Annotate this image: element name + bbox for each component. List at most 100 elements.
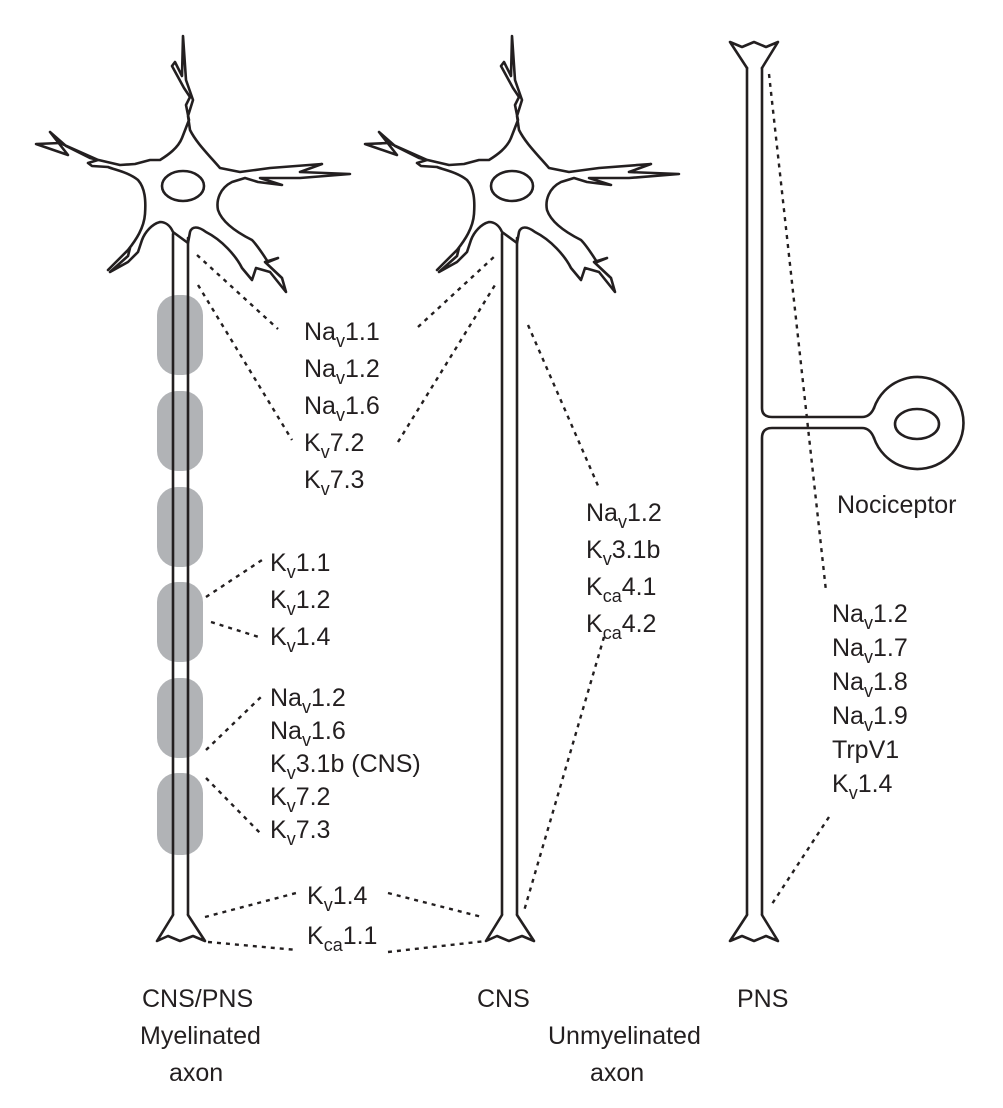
channel-base: K [832, 770, 849, 798]
leader-line [207, 940, 298, 952]
unmyelinated-cns-neuron [363, 34, 681, 943]
myelin-segment [157, 678, 203, 758]
channel-suffix: 7.3 [296, 816, 331, 844]
channel-subscript: v [864, 681, 873, 701]
caption-unmyelinated-line1: Unmyelinated [548, 1022, 701, 1050]
leader-line [196, 284, 294, 441]
channel-label: Kv1.4 [307, 882, 368, 915]
channel-label: Kv1.4 [270, 623, 331, 656]
channel-subscript: v [302, 730, 311, 750]
channel-base: Na [270, 717, 302, 745]
channel-subscript: v [864, 613, 873, 633]
channel-base: K [586, 573, 603, 601]
channel-label: Kca1.1 [307, 922, 377, 955]
channel-suffix: 1.1 [345, 318, 380, 346]
channel-label: Kv1.2 [270, 586, 330, 619]
channel-label: Kv7.3 [270, 816, 330, 849]
nociceptor-label: Nociceptor [837, 491, 957, 519]
channel-suffix: 1.2 [345, 355, 380, 383]
neuron-type-label-cns-pns: CNS/PNS [142, 985, 253, 1013]
nucleus [160, 169, 206, 203]
leader-line [417, 255, 496, 328]
myelinated-neuron [34, 34, 352, 943]
channel-subscript: v [321, 479, 330, 499]
channel-suffix: 1.7 [873, 634, 908, 662]
channel-label: Nav1.2 [304, 355, 380, 388]
leader-line [205, 558, 263, 599]
channel-suffix: 1.8 [873, 668, 908, 696]
channel-label: Nav1.6 [270, 717, 346, 750]
channel-label: Kca4.2 [586, 610, 656, 643]
caption-unmyelinated-line2: axon [590, 1059, 644, 1087]
channel-label: Kv3.1b (CNS) [270, 750, 421, 783]
channel-subscript: v [864, 715, 873, 735]
neuron-type-label-pns: PNS [737, 985, 788, 1013]
channel-base: Na [586, 499, 618, 527]
myelin-segment [157, 773, 203, 855]
caption-myelinated-line2: axon [169, 1059, 223, 1087]
soma-with-dendrites [34, 34, 352, 294]
channel-subscript: ca [603, 623, 623, 643]
channel-suffix: 3.1b [612, 536, 661, 564]
leader-line [396, 284, 497, 443]
channel-base: K [270, 750, 287, 778]
nociceptor-soma [872, 375, 965, 471]
channel-suffix: 1.2 [311, 684, 346, 712]
channel-suffix: 7.3 [330, 466, 365, 494]
leader-line [196, 254, 279, 330]
channel-subscript: v [336, 405, 345, 425]
channel-label: Kv1.4 [832, 770, 893, 803]
leader-line [205, 777, 263, 836]
channel-base: Na [304, 355, 336, 383]
channel-subscript: v [302, 697, 311, 717]
channel-base: TrpV1 [832, 736, 899, 764]
channel-suffix: 3.1b (CNS) [296, 750, 421, 778]
leader-line [387, 891, 483, 919]
channel-suffix: 7.2 [296, 783, 331, 811]
channel-subscript: v [864, 647, 873, 667]
leader-lines [196, 73, 831, 954]
channel-label: Nav1.9 [832, 702, 908, 735]
channel-base: K [270, 816, 287, 844]
channel-subscript: v [287, 562, 296, 582]
channel-label: Nav1.2 [270, 684, 346, 717]
channel-base: Na [832, 668, 864, 696]
nucleus [893, 407, 941, 441]
channel-suffix: 1.2 [627, 499, 662, 527]
channel-label: Nav1.1 [304, 318, 380, 351]
channel-base: Na [832, 634, 864, 662]
channel-suffix: 1.4 [296, 623, 331, 651]
channel-base: K [270, 586, 287, 614]
channel-label: Nav1.8 [832, 668, 908, 701]
channel-suffix: 1.2 [296, 586, 331, 614]
channel-suffix: 1.6 [311, 717, 346, 745]
channel-suffix: 1.2 [873, 600, 908, 628]
myelin-sheath [157, 295, 203, 855]
axon-right-edge-lower [760, 426, 876, 917]
channel-label: Nav1.2 [832, 600, 908, 633]
channel-label: Nav1.2 [586, 499, 662, 532]
leader-line [522, 636, 606, 912]
soma-with-dendrites [363, 34, 681, 294]
channel-subscript: v [287, 763, 296, 783]
channel-label: Kca4.1 [586, 573, 656, 606]
channel-base: Na [270, 684, 302, 712]
channel-base: K [304, 466, 321, 494]
channel-base: Na [832, 702, 864, 730]
channel-suffix: 7.2 [330, 429, 365, 457]
neuron-type-label-cns: CNS [477, 985, 530, 1013]
channel-suffix: 1.1 [343, 922, 378, 950]
channel-label: Nav1.6 [304, 392, 380, 425]
nucleus [489, 169, 535, 203]
nociceptor-neuron [728, 40, 965, 943]
channel-base: K [307, 922, 324, 950]
channel-subscript: v [287, 636, 296, 656]
channel-subscript: v [321, 442, 330, 462]
channel-base: Na [304, 392, 336, 420]
